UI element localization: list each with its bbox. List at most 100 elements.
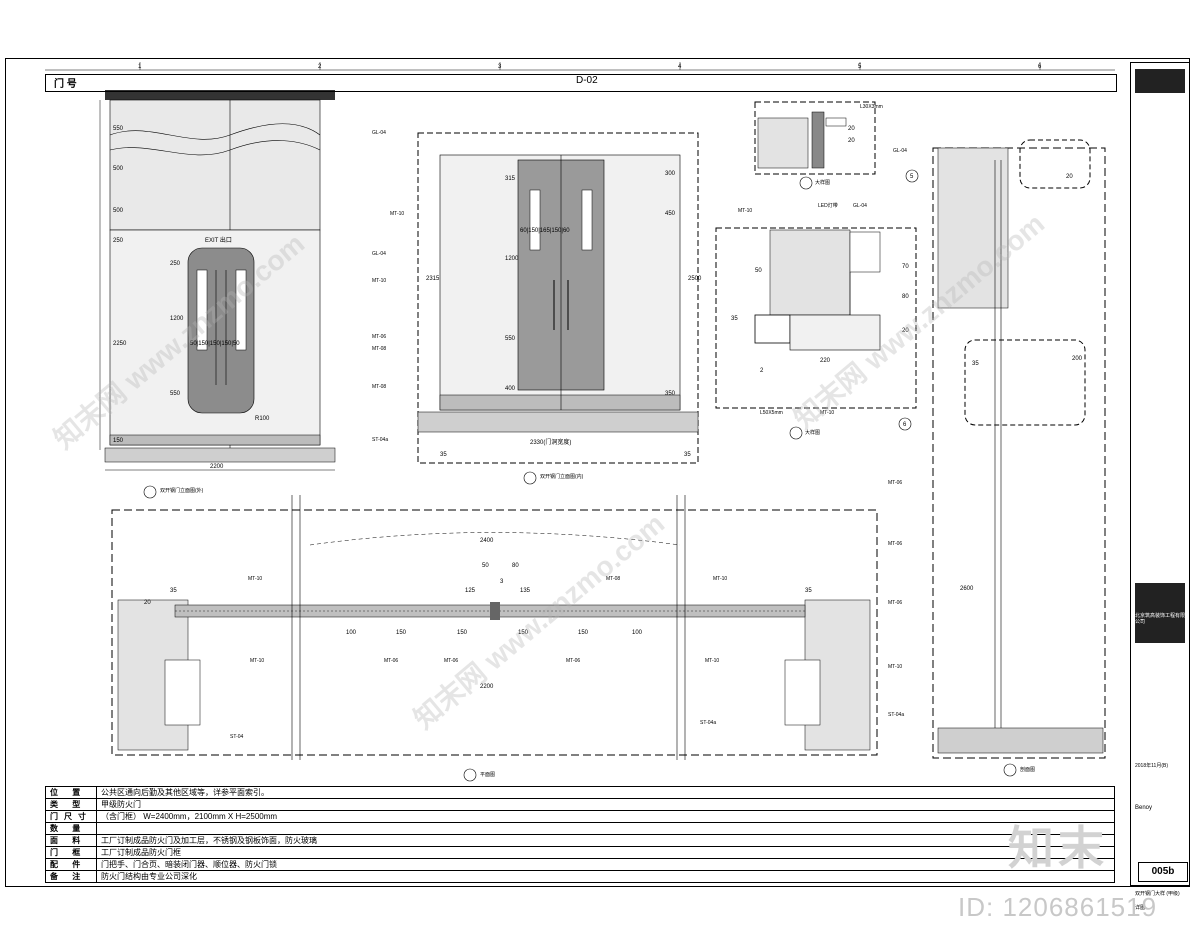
detail-2-dim-2: 70 <box>902 264 909 270</box>
watermark-id: ID: 1206861519 <box>958 892 1158 922</box>
plan-tag-7: MT-10 <box>705 658 719 664</box>
spec-value: 门把手、门合页、暗装闭门器、顺位器、防火门锁 <box>96 858 1115 871</box>
dim-b-3: 400 <box>505 386 516 392</box>
detail-1-marker <box>799 176 813 190</box>
section-tag-0: MT-06 <box>888 480 902 486</box>
plan-tag-4: MT-06 <box>444 658 458 664</box>
spec-key: 配 件 <box>45 858 97 871</box>
caption-b: 双开钢门立面图(内) <box>540 473 584 480</box>
title-block: 北京筑高装饰工程有限公司 2018年11月(B) Benoy 双开钢门大样 (甲… <box>1130 62 1190 911</box>
table-row: 门尺寸（含门框） W=2400mm，2100mm X H=2500mm <box>45 810 1115 823</box>
company-name: 北京筑高装饰工程有限公司 <box>1135 613 1186 625</box>
section-callout-6 <box>898 417 912 431</box>
plan-dim-6: 150 <box>396 630 407 636</box>
tag-a-4: MT-08 <box>372 384 386 390</box>
glass-dims-a: 50|150|150|150|50 <box>190 341 240 347</box>
tag-b-0: MT-10 <box>390 211 404 217</box>
caption-b-marker <box>523 471 537 485</box>
detail-1-tag: GL-04 <box>893 148 907 154</box>
spec-value: （含门框） W=2400mm，2100mm X H=2500mm <box>96 810 1115 823</box>
dim-b-2: 550 <box>505 336 516 342</box>
glass-dims-b: 60|150|165|150|60 <box>520 228 570 234</box>
section-callout-5 <box>905 169 919 183</box>
detail-1-caption: 大样图 <box>815 179 830 186</box>
table-row: 面 料工厂订制成品防火门及加工层，不锈钢及钢板饰面，防火玻璃 <box>45 834 1115 847</box>
section-view <box>932 139 1106 759</box>
plan-dim-10: 100 <box>632 630 643 636</box>
plan-dim-5: 100 <box>346 630 357 636</box>
detail-1-dim-0: 20 <box>848 126 855 132</box>
width-a: 2200 <box>210 464 224 470</box>
edge-b-0: 35 <box>440 452 447 458</box>
radius-a: R100 <box>255 416 270 422</box>
tag-b-1: MT-08 <box>372 346 386 352</box>
plan-dim-0: 50 <box>482 563 489 569</box>
tag-a-0: GL-04 <box>372 130 386 136</box>
dim-left-1: 500 <box>113 166 124 172</box>
plan-tag-9: ST-04 <box>230 734 244 740</box>
exit-sign: EXIT 出口 <box>205 236 232 244</box>
plan-tag-0: MT-10 <box>248 576 262 582</box>
detail-2-marker <box>789 426 803 440</box>
dim-b-0: 315 <box>505 176 516 182</box>
plan-view <box>111 495 878 760</box>
dim-b-right-3: 350 <box>665 391 676 397</box>
table-row: 数 量 <box>45 822 1115 835</box>
section-tag-2: MT-06 <box>888 600 902 606</box>
plan-dim-2: 3 <box>500 579 504 585</box>
spec-key: 门 框 <box>45 846 97 859</box>
spec-key: 门尺寸 <box>45 810 97 823</box>
plan-dim-4: 135 <box>520 588 531 594</box>
plan-tag-6: MT-10 <box>250 658 264 664</box>
detail-1-dim-1: 20 <box>848 138 855 144</box>
grid-number-1: 1 <box>138 64 142 70</box>
plan-dim-3: 125 <box>465 588 476 594</box>
plan-tag-5: MT-06 <box>566 658 580 664</box>
detail-2-dim-4: 20 <box>902 328 909 334</box>
plan-dim-7: 150 <box>457 630 468 636</box>
company-logo <box>1135 583 1185 643</box>
title-bar: 门 号 D-02 <box>45 74 1117 92</box>
section-callout-6-label: 6 <box>903 422 907 428</box>
grid-number-6: 6 <box>1038 64 1042 70</box>
detail-1-note: L30X3mm <box>860 104 883 110</box>
sheet-date: 2018年11月(B) <box>1135 763 1168 769</box>
title-block-logo <box>1135 69 1185 93</box>
section-dim-2: 2600 <box>960 586 974 592</box>
dim-b-1: 1200 <box>505 256 519 262</box>
dim-left-2: 500 <box>113 208 124 214</box>
spec-key: 数 量 <box>45 822 97 835</box>
dim-left-0: 550 <box>113 126 124 132</box>
plan-dim-1: 80 <box>512 563 519 569</box>
door-code: D-02 <box>576 75 598 86</box>
detail-2-dim-6: 2 <box>760 368 764 374</box>
plan-dim-11: 35 <box>170 588 177 594</box>
dim-inner-1: 1200 <box>170 316 184 322</box>
width-b: 2330(门洞宽度) <box>530 438 571 446</box>
tag-a-5: ST-04a <box>372 437 388 443</box>
spec-key: 备 注 <box>45 870 97 883</box>
detail-2-dim-1: 220 <box>820 358 831 364</box>
grid-number-5: 5 <box>858 64 862 70</box>
plan-dim-13: 20 <box>144 600 151 606</box>
spec-key: 位 置 <box>45 786 97 799</box>
dim-b-right-2: 2500 <box>688 276 702 282</box>
dim-inner-2: 550 <box>170 391 181 397</box>
plan-width-bottom: 2200 <box>480 684 494 690</box>
section-marker <box>1003 763 1017 777</box>
section-caption: 剖面图 <box>1020 766 1035 773</box>
grid-ticks <box>45 62 1115 71</box>
plan-tag-3: MT-06 <box>384 658 398 664</box>
door-no-label: 门 号 <box>54 79 77 90</box>
dim-left-4: 2250 <box>113 341 127 347</box>
detail-2-led: LED灯带 <box>818 202 838 209</box>
table-row: 门 框工厂订制成品防火门框 <box>45 846 1115 859</box>
spec-value: 工厂订制成品防火门框 <box>96 846 1115 859</box>
table-row: 类 型甲级防火门 <box>45 798 1115 811</box>
detail-2-note-bottom: L50X5mm <box>760 410 783 416</box>
detail-2-caption: 大样图 <box>805 429 820 436</box>
plan-width-top: 2400 <box>480 538 494 544</box>
designer-name: Benoy <box>1135 805 1153 811</box>
plan-caption: 平面图 <box>480 772 495 778</box>
